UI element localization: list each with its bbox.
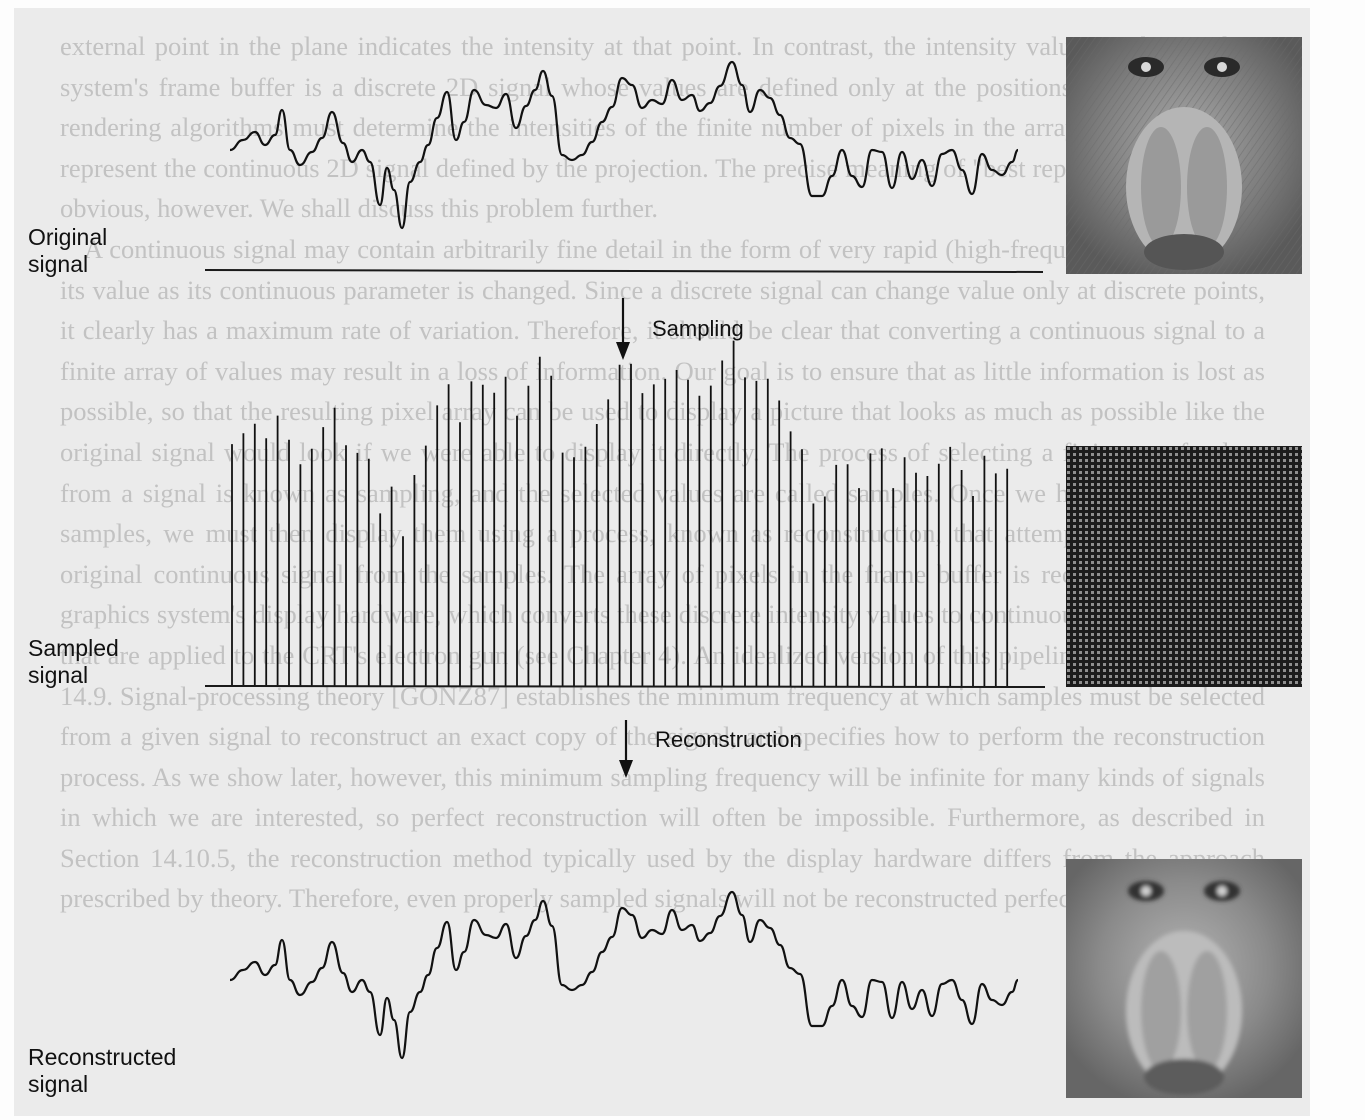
bleed-paragraph-2: A continuous signal may contain arbitrar…: [60, 233, 1265, 914]
original-signal-curve: [229, 60, 1019, 230]
original-signal-baseline: [204, 269, 1044, 273]
sampling-step-label: Sampling: [652, 316, 744, 341]
reconstructed-image: [1066, 859, 1302, 1098]
sampled-label-line2: signal: [28, 662, 89, 688]
reconstructed-signal-label: Reconstructed signal: [28, 1044, 176, 1098]
original-image: [1066, 37, 1302, 274]
sampled-image: [1066, 446, 1302, 687]
sampled-signal-baseline: [204, 685, 1046, 688]
mandrill-original-picture: [1066, 37, 1302, 274]
sampled-dot-grid-picture: [1066, 446, 1302, 687]
reconstructed-label-line1: Reconstructed: [28, 1044, 177, 1070]
mandrill-reconstructed-picture: [1066, 859, 1302, 1098]
reconstruction-step-label: Reconstruction: [655, 727, 802, 752]
original-label-line1: Original: [28, 224, 108, 250]
original-label-line2: signal: [28, 251, 89, 277]
show-through-text: external point in the plane indicates th…: [60, 26, 1265, 919]
sample-stems: [231, 340, 1009, 686]
reconstructed-label-line2: signal: [28, 1071, 89, 1097]
reconstruction-arrow-head-icon: [619, 760, 633, 778]
original-signal-label: Original signal: [28, 224, 107, 278]
reconstructed-signal-curve: [229, 890, 1019, 1060]
sampling-arrow-head-icon: [616, 342, 630, 360]
sampled-signal-label: Sampled signal: [28, 635, 119, 689]
bleed-paragraph-1: external point in the plane indicates th…: [60, 31, 1265, 224]
sampled-label-line1: Sampled: [28, 635, 119, 661]
